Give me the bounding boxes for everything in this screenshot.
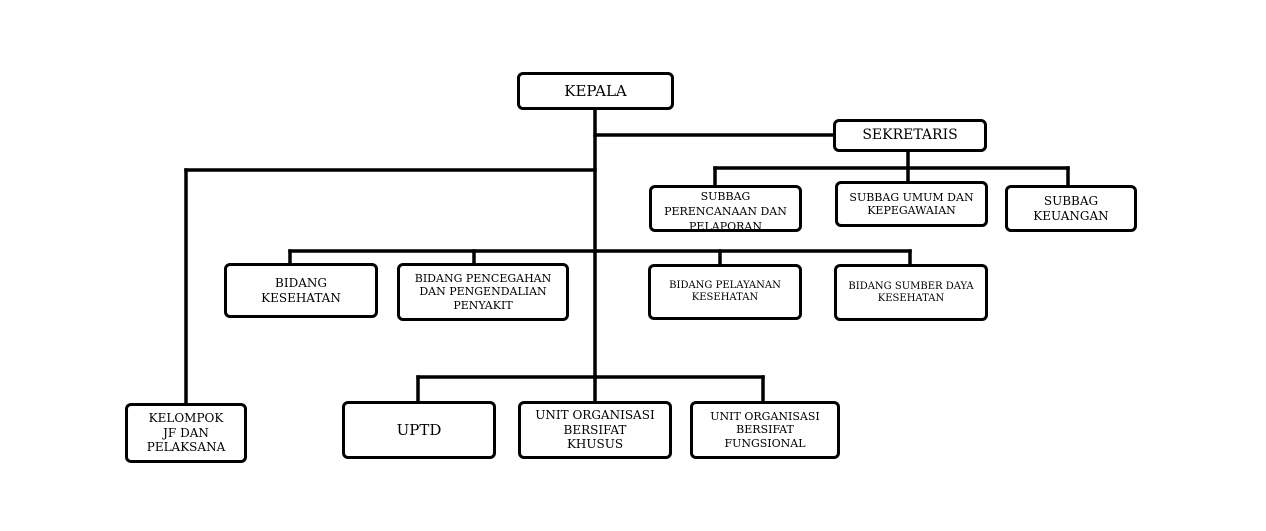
kelompok-jf-box: KELOMPOK JF DAN PELAKSANA [125, 403, 247, 463]
bidang-pelayanan-box: BIDANG PELAYANAN KESEHATAN [648, 264, 802, 320]
bidang-sdk-box: BIDANG SUMBER DAYA KESEHATAN [834, 264, 988, 321]
sekretaris-box: SEKRETARIS [833, 119, 987, 152]
kepala-box: KEPALA [517, 72, 674, 110]
uptd-box: UPTD [342, 401, 496, 459]
unit-khusus-box: UNIT ORGANISASI BERSIFAT KHUSUS [518, 401, 672, 459]
subbag-keuangan-box: SUBBAG KEUANGAN [1005, 185, 1137, 232]
subbag-perencanaan-box: SUBBAG PERENCANAAN DAN PELAPORAN [649, 185, 802, 232]
unit-fungsional-box: UNIT ORGANISASI BERSIFAT FUNGSIONAL [690, 401, 840, 459]
bidang-pencegahan-box: BIDANG PENCEGAHAN DAN PENGENDALIAN PENYA… [397, 263, 569, 321]
subbag-umum-box: SUBBAG UMUM DAN KEPEGAWAIAN [835, 181, 988, 227]
bidang-kesehatan-box: BIDANG KESEHATAN [224, 263, 378, 318]
